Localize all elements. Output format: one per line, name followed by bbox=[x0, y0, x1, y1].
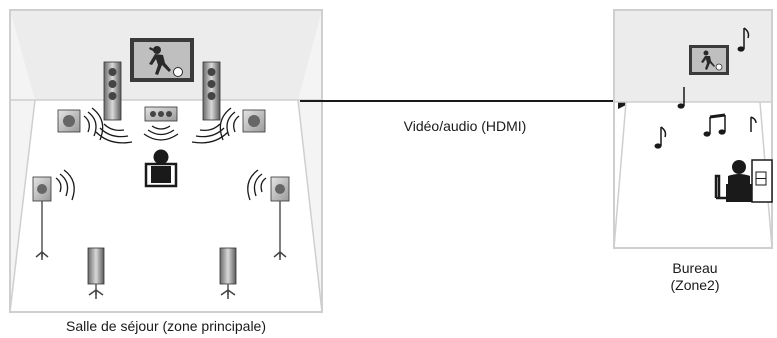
tv-icon bbox=[689, 45, 729, 75]
music-note-icon bbox=[677, 87, 685, 109]
speaker-icon bbox=[242, 109, 266, 133]
speaker-icon bbox=[751, 159, 773, 203]
speaker-icon bbox=[57, 109, 81, 133]
music-note-icon bbox=[737, 27, 750, 52]
speaker-icon bbox=[144, 106, 178, 122]
listener-icon bbox=[144, 149, 178, 188]
speaker-icon bbox=[270, 176, 290, 260]
tv-icon bbox=[130, 38, 194, 82]
speaker-icon bbox=[32, 176, 52, 260]
music-note-icon bbox=[750, 116, 757, 132]
main-room-outline bbox=[9, 9, 323, 313]
main-room-floor bbox=[10, 100, 322, 312]
connection-label: Vidéo/audio (HDMI) bbox=[403, 118, 527, 134]
hdmi-arrow bbox=[300, 93, 634, 109]
zone2-room-label-line2: (Zone2) bbox=[670, 277, 720, 293]
music-note-icon bbox=[703, 113, 726, 137]
listener-icon bbox=[714, 160, 752, 202]
speaker-icon bbox=[103, 61, 122, 121]
sound-waves bbox=[95, 123, 229, 144]
zone2-room-outline bbox=[613, 9, 773, 249]
zone2-room-label-line1: Bureau bbox=[672, 260, 718, 276]
main-room-label: Salle de séjour (zone principale) bbox=[66, 318, 266, 334]
speaker-icon bbox=[87, 247, 105, 299]
music-note-icon bbox=[654, 126, 667, 149]
speaker-icon bbox=[219, 247, 237, 299]
main-room-right-wall bbox=[298, 10, 322, 312]
zone2-room bbox=[613, 9, 773, 249]
main-room-left-wall bbox=[10, 10, 35, 312]
main-room bbox=[9, 9, 323, 313]
speaker-icon bbox=[202, 61, 221, 121]
